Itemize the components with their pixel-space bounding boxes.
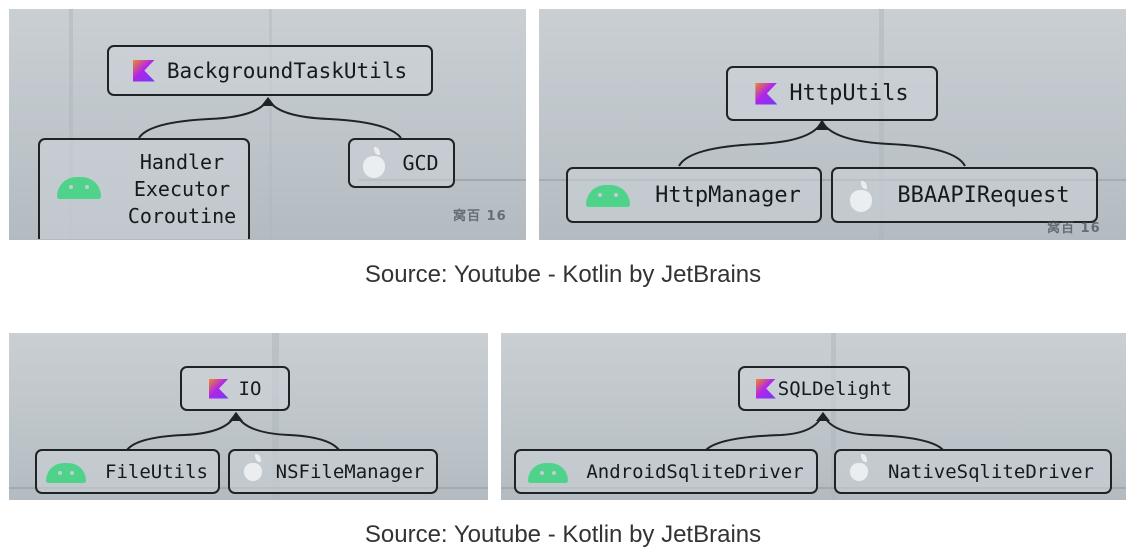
ios-label: NSFileManager xyxy=(275,460,425,483)
android-label: AndroidSqliteDriver xyxy=(586,460,804,483)
android-icon xyxy=(528,463,568,483)
diagram-panel-background-task-utils: BackgroundTaskUtils Handler Executor Cor… xyxy=(9,9,526,240)
android-icon xyxy=(586,185,630,207)
ios-node-bbaapirequest: BBAAPIRequest xyxy=(831,167,1098,223)
android-line-executor: Executor xyxy=(133,177,231,201)
ios-node-native-sqlite-driver: NativeSqliteDriver xyxy=(834,449,1112,494)
diagram-panel-sqldelight: SQLDelight AndroidSqliteDriver NativeSql… xyxy=(501,333,1126,500)
kotlin-logo-icon xyxy=(208,378,229,399)
watermark: 窝百 16 xyxy=(1047,221,1101,236)
parent-label: IO xyxy=(238,377,262,400)
ios-label: BBAAPIRequest xyxy=(897,182,1070,208)
figure-caption: Source: Youtube - Kotlin by JetBrains xyxy=(364,521,762,548)
android-icon xyxy=(46,463,86,483)
figure-caption: Source: Youtube - Kotlin by JetBrains xyxy=(364,261,762,288)
apple-icon xyxy=(363,147,385,178)
diagram-panel-io: IO FileUtils NSFileManager xyxy=(9,333,488,500)
android-line-coroutine: Coroutine xyxy=(127,204,237,228)
watermark: 窝百 16 xyxy=(453,209,507,224)
android-label: FileUtils xyxy=(105,460,208,483)
parent-node-http-utils: HttpUtils xyxy=(726,66,938,121)
android-icon xyxy=(57,177,101,199)
parent-node-sqldelight: SQLDelight xyxy=(738,366,910,411)
ios-node-ns-file-manager: NSFileManager xyxy=(228,449,438,494)
apple-icon xyxy=(244,454,262,481)
kotlin-logo-icon xyxy=(132,59,155,82)
ios-label: NativeSqliteDriver xyxy=(888,460,1094,483)
apple-icon xyxy=(850,181,872,212)
parent-label: SQLDelight xyxy=(777,377,893,400)
ios-label: GCD xyxy=(402,151,439,175)
parent-node-background-task-utils: BackgroundTaskUtils xyxy=(107,45,433,96)
kotlin-logo-icon xyxy=(755,82,778,105)
android-label: HttpManager xyxy=(655,182,801,208)
parent-label: BackgroundTaskUtils xyxy=(166,58,408,83)
apple-icon xyxy=(850,454,868,481)
parent-node-io: IO xyxy=(180,366,290,411)
kotlin-logo-icon xyxy=(755,378,776,399)
parent-label: HttpUtils xyxy=(789,81,909,106)
diagram-panel-http-utils: HttpUtils HttpManager BBAAPIRequest 窝百 1… xyxy=(539,9,1126,240)
android-line-handler: Handler xyxy=(139,150,225,174)
